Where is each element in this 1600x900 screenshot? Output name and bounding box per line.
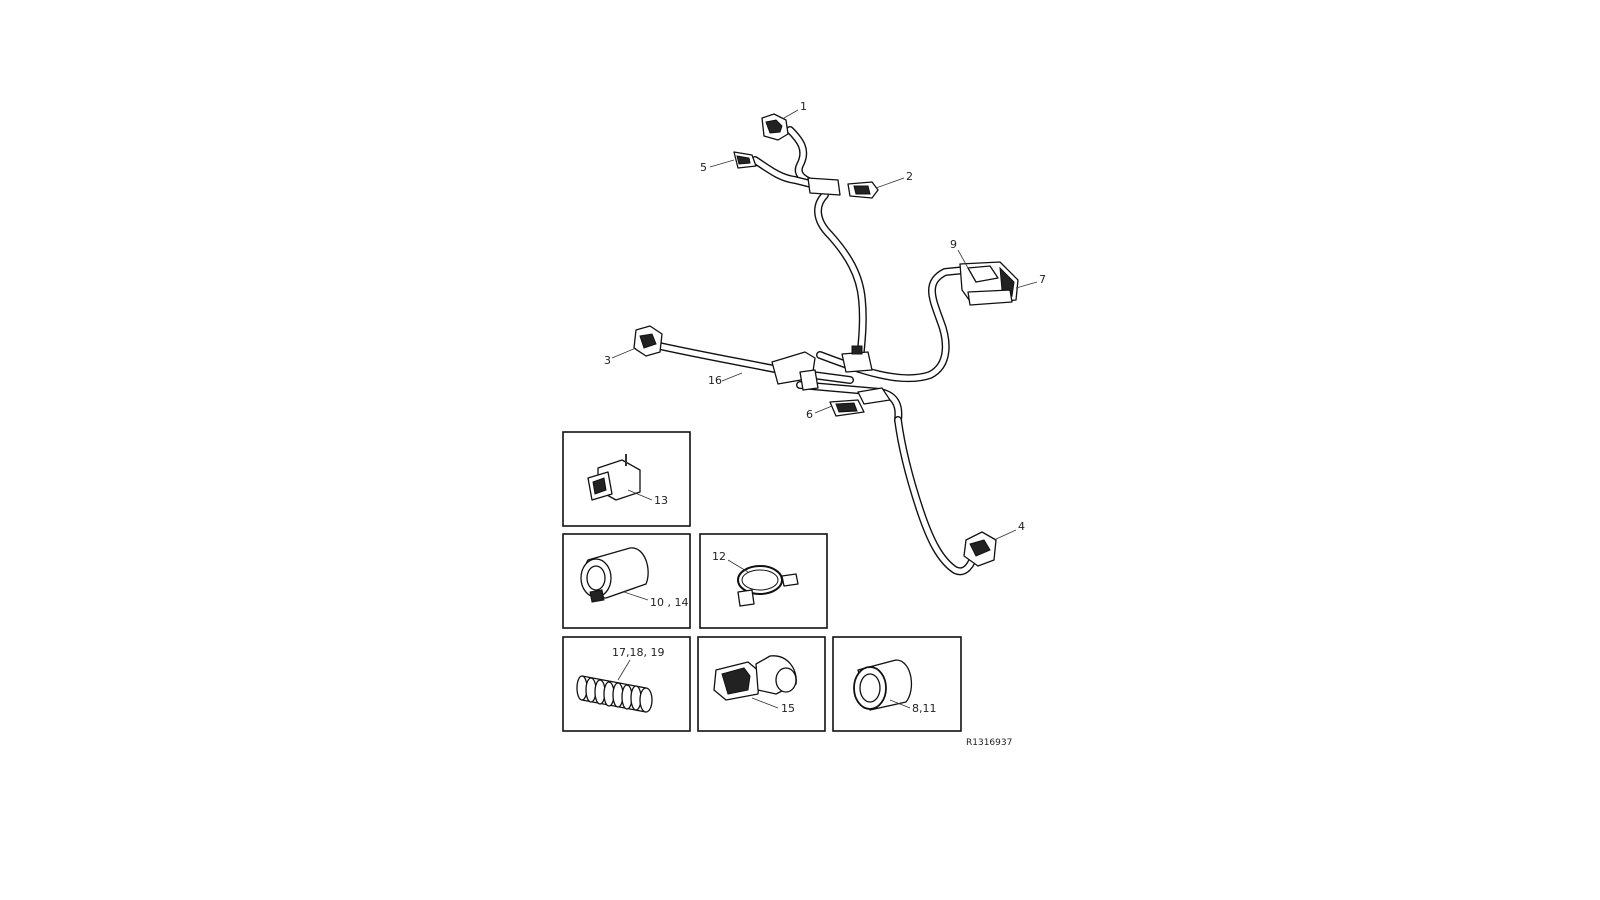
callout-7: 7 <box>1039 273 1046 286</box>
connector-6 <box>829 387 891 417</box>
clip-16 <box>771 351 819 391</box>
connector-3 <box>633 325 663 357</box>
callout-4: 4 <box>1018 520 1025 533</box>
inset-13-label: 13 <box>654 494 668 507</box>
connector-1 <box>761 113 789 141</box>
clip-2 <box>807 177 879 199</box>
callout-numbers: 1 2 3 4 5 6 7 9 16 <box>604 100 1046 533</box>
leader-lines <box>611 109 1038 541</box>
inset-8-11-label: 8,11 <box>912 702 937 715</box>
inset-15-label: 15 <box>781 702 795 715</box>
callout-2: 2 <box>906 170 913 183</box>
inset-15: 15 <box>697 636 826 732</box>
reference-code: R1316937 <box>966 738 1012 748</box>
callout-9: 9 <box>950 238 957 251</box>
inset-13: 13 <box>562 431 691 527</box>
inset-10-14: 10 , 14 <box>562 533 691 629</box>
inset-12: 12 <box>699 533 828 629</box>
callout-3: 3 <box>604 354 611 367</box>
inset-8-11: 8,11 <box>832 636 962 732</box>
harness-tubes <box>651 126 979 576</box>
connector-5 <box>733 151 757 169</box>
inset-12-label: 12 <box>712 550 726 563</box>
inset-17-18-19-label: 17,18, 19 <box>612 646 664 659</box>
connector-9-7 <box>959 261 1019 306</box>
callout-16: 16 <box>708 374 722 387</box>
callout-6: 6 <box>806 408 813 421</box>
callout-1: 1 <box>800 100 807 113</box>
connector-4 <box>963 531 997 567</box>
callout-5: 5 <box>700 161 707 174</box>
inset-17-18-19: 17,18, 19 <box>562 636 691 732</box>
inset-10-14-label: 10 , 14 <box>650 596 688 609</box>
junction-clip <box>841 345 873 373</box>
